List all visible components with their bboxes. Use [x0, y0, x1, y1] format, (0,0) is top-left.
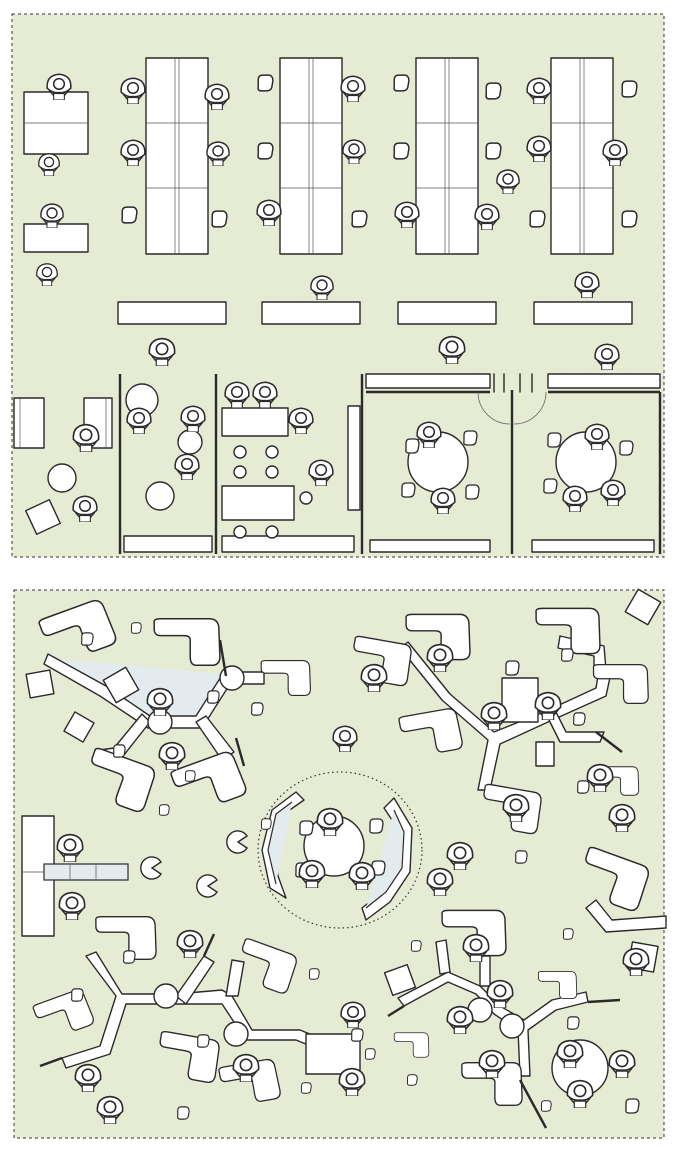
storage-units: [117, 301, 633, 325]
workstation-cluster-b: [347, 588, 662, 864]
workstation-cluster-d: [383, 845, 667, 1129]
team-room: [221, 381, 334, 539]
small-desk-pair-bottom: [23, 203, 89, 286]
focus-room: [125, 383, 206, 511]
workstation-cluster-c: [31, 915, 376, 1124]
bench-desk-2: [279, 57, 343, 255]
central-meeting-zone: [257, 725, 474, 929]
small-desk-pair-top: [23, 73, 89, 176]
meeting-room-b: [543, 423, 634, 512]
lounge-area: [13, 397, 113, 535]
bench-desk-4: [550, 57, 614, 255]
workstation-cluster-a: [25, 596, 312, 817]
touchdown-bench: [21, 770, 272, 937]
meeting-room-a: [401, 421, 480, 514]
top-floor-plan: [11, 13, 665, 558]
bench-desk-1: [145, 57, 209, 255]
meeting-room-walls: [118, 373, 662, 554]
bottom-floor-plan: [13, 588, 667, 1139]
bench-desk-3: [415, 57, 479, 255]
